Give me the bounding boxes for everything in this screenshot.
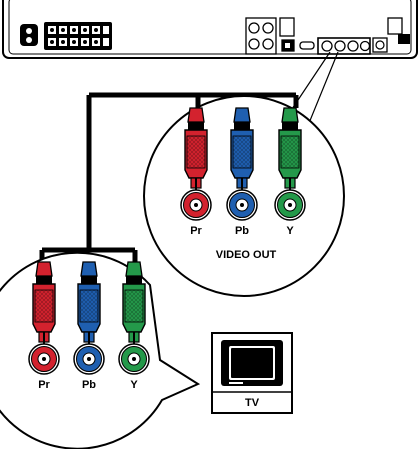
video-out-label: VIDEO OUT xyxy=(216,249,277,261)
video-out-inset: Pr Pb Y VIDEO OUT xyxy=(143,95,345,297)
plug-label-red: Pr xyxy=(38,379,50,391)
right-port-fill xyxy=(398,34,410,44)
tv-box: TV xyxy=(211,332,293,414)
device-rear-panel xyxy=(2,0,418,59)
tv-icon xyxy=(221,340,283,386)
speaker-terminal-block xyxy=(44,22,112,50)
plug-label-red: Pr xyxy=(190,225,202,237)
plug-label-blue: Pb xyxy=(82,379,96,391)
plug-label-blue: Pb xyxy=(235,225,249,237)
power-socket-icon xyxy=(20,24,38,46)
component-cable xyxy=(39,92,299,262)
right-port xyxy=(387,17,403,35)
rca-plug-red: Pr xyxy=(28,261,60,391)
tv-label: TV xyxy=(245,397,260,409)
rca-plug-blue: Pb xyxy=(226,107,258,237)
tv-inset: Pr Pb Y xyxy=(0,251,201,450)
rca-plug-red: Pr xyxy=(180,107,212,237)
plug-label-green: Y xyxy=(130,379,138,391)
plug-label-green: Y xyxy=(286,225,294,237)
rca-plug-blue: Pb xyxy=(73,261,105,391)
component-video-out-jacks xyxy=(317,37,388,55)
rca-plug-green: Y xyxy=(118,261,150,391)
antenna-jack-block xyxy=(245,17,315,55)
rca-plug-green: Y xyxy=(274,107,306,237)
